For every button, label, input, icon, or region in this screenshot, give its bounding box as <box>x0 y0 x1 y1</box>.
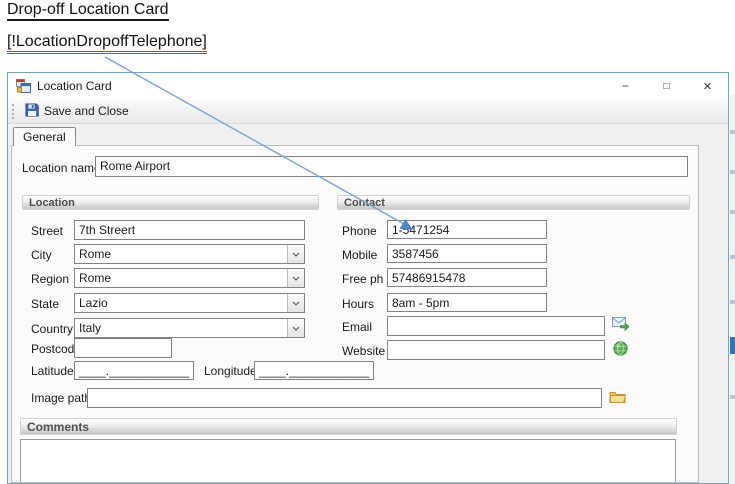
city-value: Rome <box>75 247 287 261</box>
chevron-down-icon[interactable] <box>287 245 304 263</box>
open-folder-icon[interactable] <box>609 390 627 406</box>
chevron-down-icon[interactable] <box>287 319 304 337</box>
location-name-label: Location name: <box>22 161 104 175</box>
chevron-down-icon[interactable] <box>287 294 304 312</box>
street-input[interactable]: 7th Streert <box>74 220 305 240</box>
state-label: State <box>31 297 59 311</box>
hours-input[interactable]: 8am - 5pm <box>387 293 547 312</box>
image-path-input[interactable] <box>87 388 602 408</box>
toolbar: Save and Close <box>8 99 728 124</box>
phone-label: Phone <box>342 224 377 238</box>
city-combobox[interactable]: Rome <box>74 244 305 264</box>
website-label: Website <box>342 344 385 358</box>
hours-label: Hours <box>342 297 374 311</box>
street-label: Street <box>31 224 63 238</box>
website-input[interactable] <box>387 340 605 360</box>
maximize-icon: □ <box>663 81 669 92</box>
state-value: Lazio <box>75 296 287 310</box>
country-value: Italy <box>75 321 287 335</box>
phone-input[interactable]: 1-5471254 <box>387 220 547 239</box>
globe-icon[interactable] <box>613 341 631 357</box>
region-value: Rome <box>75 271 287 285</box>
doc-heading: Drop-off Location Card <box>7 1 169 21</box>
location-name-input[interactable]: Rome Airport <box>95 156 688 177</box>
chevron-down-icon[interactable] <box>287 269 304 287</box>
free-ph-input[interactable]: 57486915478 <box>387 268 547 287</box>
longitude-input[interactable]: ____.____________ <box>254 361 374 380</box>
title-bar: Location Card − □ × <box>8 73 728 99</box>
contact-group-header: Contact <box>337 195 690 210</box>
doc-field-code: [!LocationDropoffTelephone] <box>7 33 207 54</box>
toolbar-grip[interactable] <box>12 104 14 119</box>
save-and-close-label: Save and Close <box>44 104 129 118</box>
country-label: Country <box>31 322 73 336</box>
comments-group-header: Comments <box>20 418 677 435</box>
form-content: General Location name: Rome Airport Loca… <box>8 124 728 483</box>
free-ph-label: Free ph <box>342 272 383 286</box>
save-icon <box>25 103 39 120</box>
minimize-icon: − <box>622 79 629 93</box>
app-icon <box>16 79 31 93</box>
tab-page-general: Location name: Rome Airport Location Str… <box>11 145 699 483</box>
close-button[interactable]: × <box>687 73 728 99</box>
minimize-button[interactable]: − <box>605 73 646 99</box>
background-window-sliver <box>730 95 735 484</box>
close-icon: × <box>703 78 712 95</box>
country-combobox[interactable]: Italy <box>74 318 305 338</box>
state-combobox[interactable]: Lazio <box>74 293 305 313</box>
location-group-header: Location <box>22 195 319 210</box>
mobile-input[interactable]: 3587456 <box>387 244 547 263</box>
region-label: Region <box>31 272 69 286</box>
mobile-label: Mobile <box>342 248 377 262</box>
email-input[interactable] <box>387 316 605 336</box>
save-and-close-button[interactable]: Save and Close <box>20 101 134 122</box>
tab-general[interactable]: General <box>13 127 76 146</box>
maximize-button[interactable]: □ <box>646 73 687 99</box>
email-label: Email <box>342 320 372 334</box>
location-card-window: Location Card − □ × Save and Close Gener… <box>7 72 729 484</box>
window-controls: − □ × <box>605 73 728 99</box>
region-combobox[interactable]: Rome <box>74 268 305 288</box>
send-email-icon[interactable] <box>612 317 630 333</box>
window-title: Location Card <box>37 79 112 93</box>
latitude-label: Latitude <box>31 364 74 378</box>
postcode-input[interactable] <box>74 338 172 358</box>
image-path-label: Image path <box>31 391 91 405</box>
city-label: City <box>31 248 52 262</box>
latitude-input[interactable]: ____.____________ <box>74 361 194 380</box>
comments-textarea[interactable] <box>20 439 676 483</box>
longitude-label: Longitude <box>204 364 257 378</box>
